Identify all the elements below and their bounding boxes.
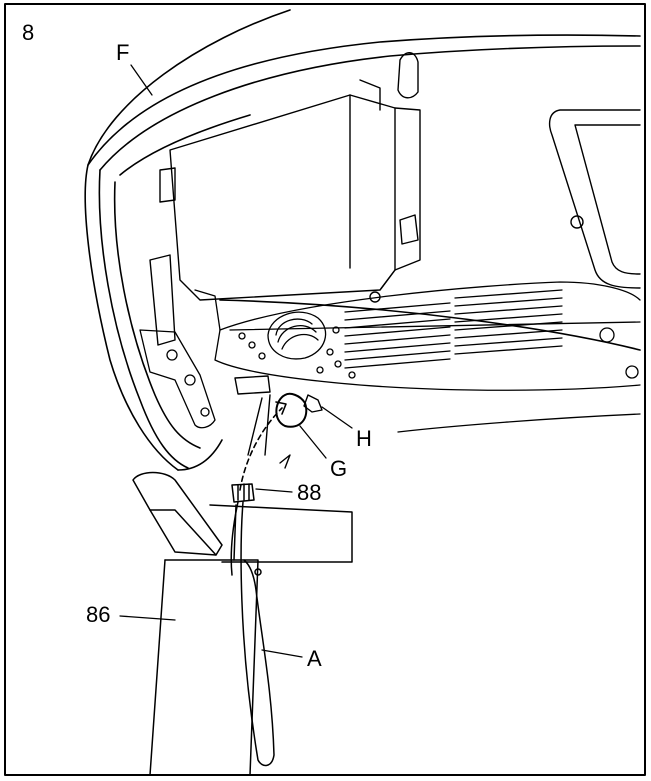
upright-post — [132, 471, 353, 776]
label-F: F — [116, 40, 130, 65]
connector-assembly — [234, 375, 323, 491]
wire-harness — [230, 483, 275, 767]
display-recess — [548, 109, 641, 289]
console-shroud — [84, 9, 641, 471]
leader-lines — [119, 64, 641, 658]
label-86: 86 — [86, 602, 111, 627]
label-88: 88 — [297, 480, 322, 505]
label-H: H — [356, 426, 372, 451]
label-G: G — [330, 456, 348, 481]
left-bracket — [139, 289, 221, 429]
label-A: A — [307, 646, 322, 671]
upper-housing — [149, 52, 421, 346]
diagram-border — [4, 3, 646, 776]
vented-base-plate — [214, 281, 641, 391]
step-number: 8 — [22, 20, 35, 45]
